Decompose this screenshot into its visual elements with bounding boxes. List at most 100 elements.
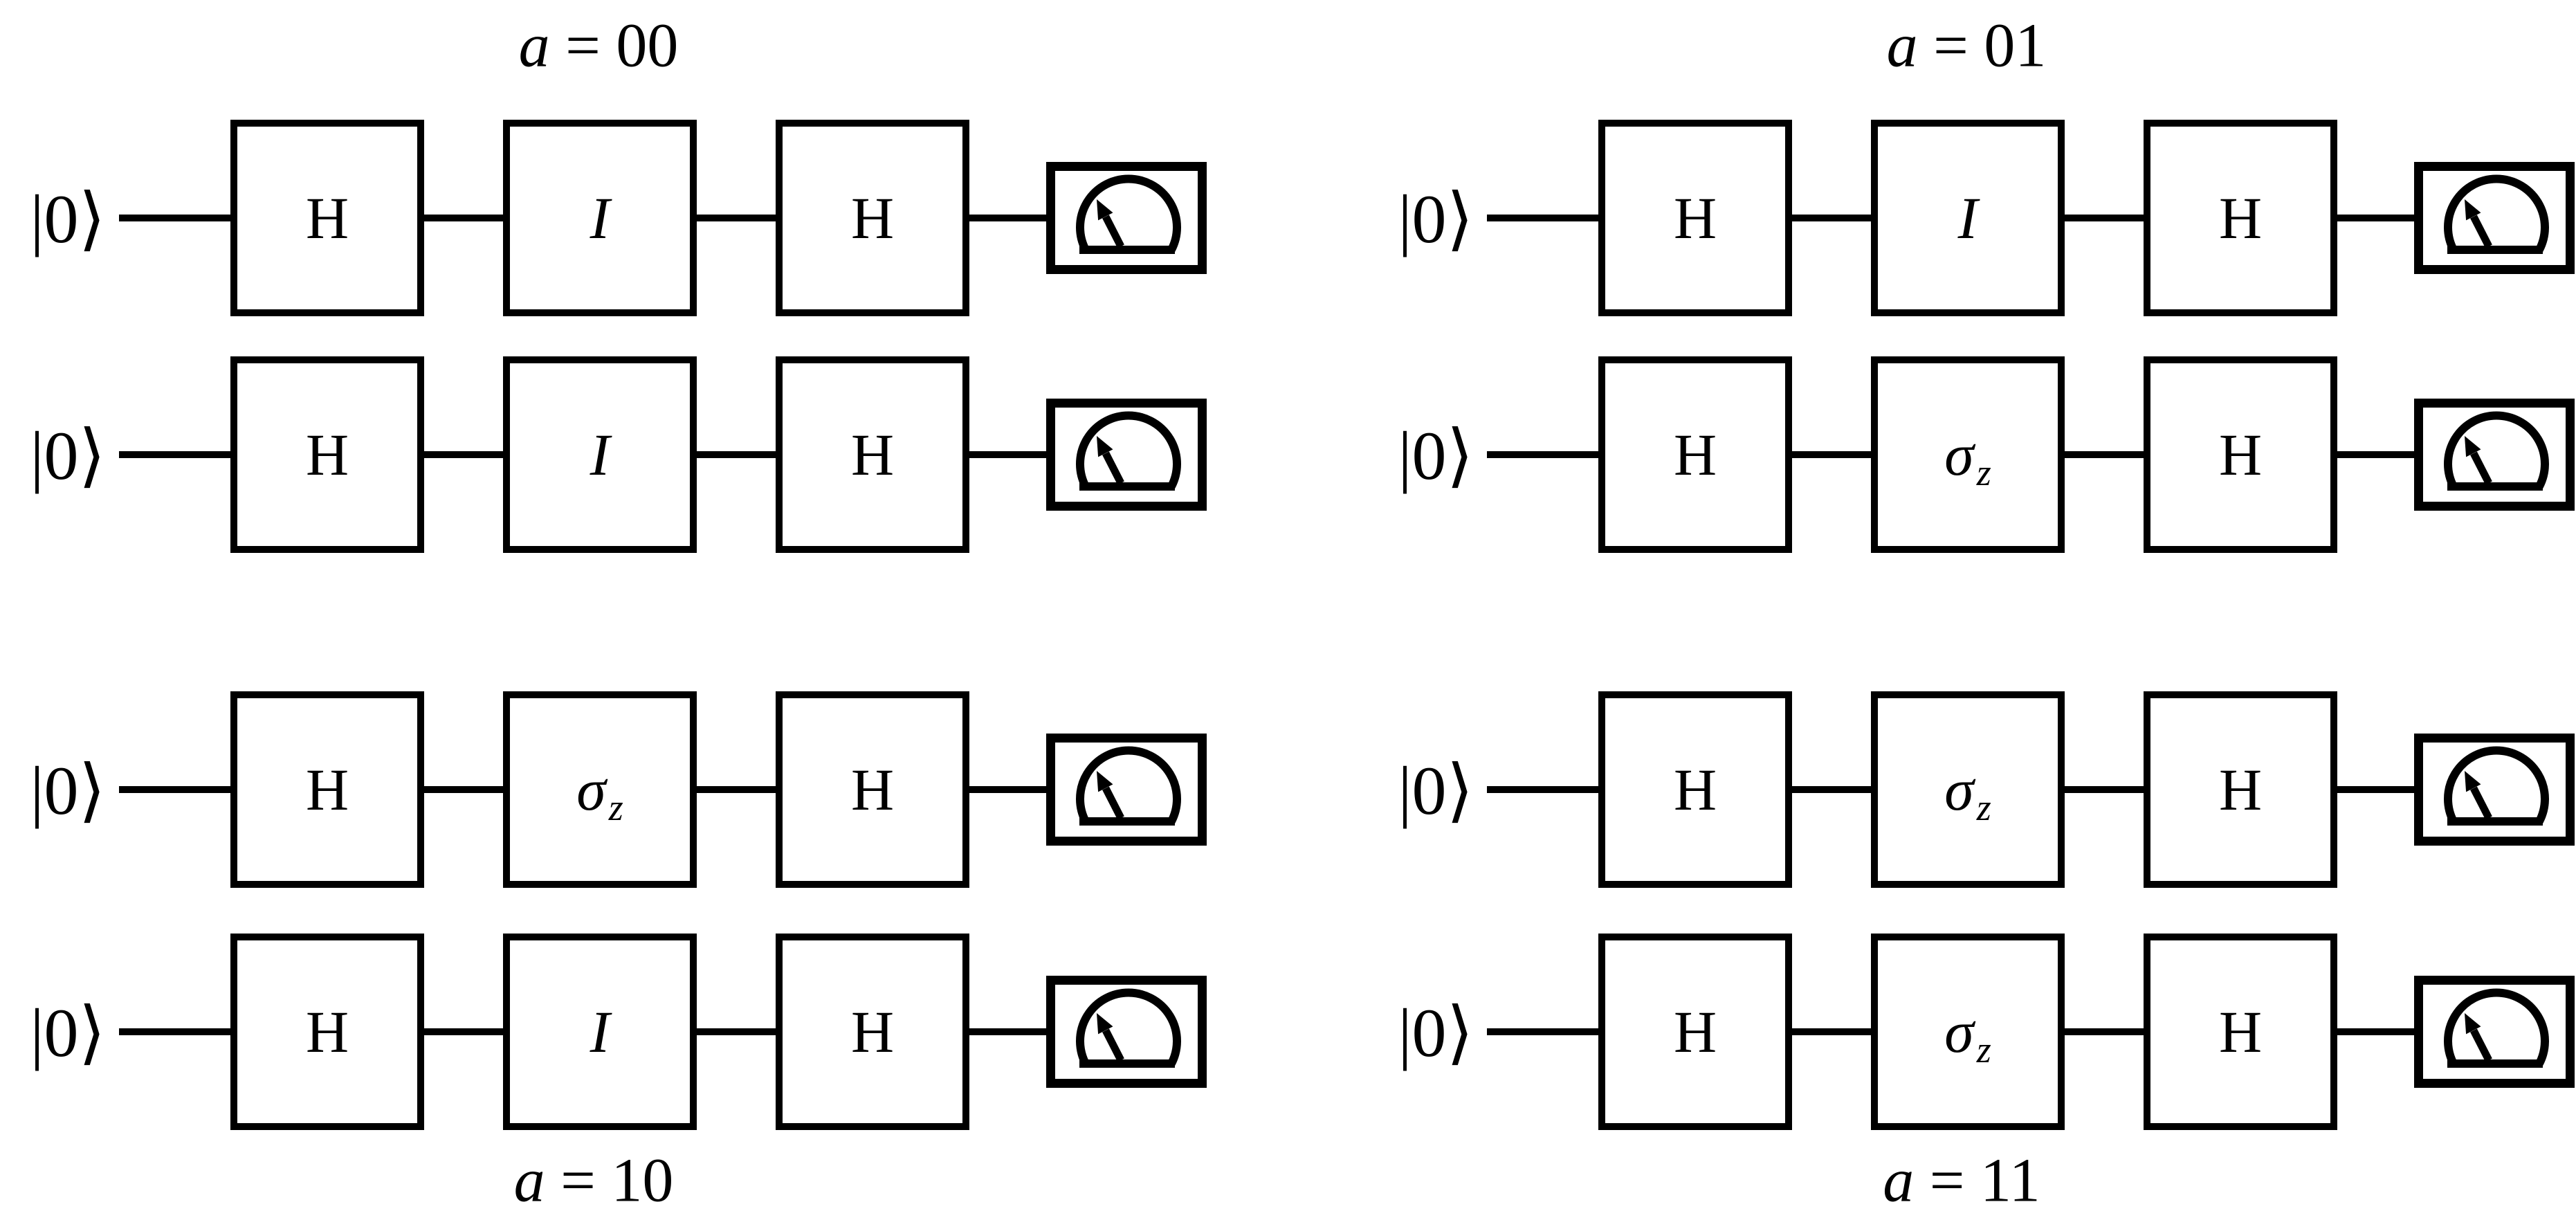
gate-label: H: [2218, 756, 2263, 823]
meter-needle-arrowhead: [1097, 199, 1113, 221]
label-variable: a: [1883, 1146, 1915, 1215]
qubit-ket-label: |0⟩: [30, 994, 106, 1071]
gate-label: H: [2218, 999, 2263, 1065]
gate-label: I: [590, 185, 610, 251]
qubit-ket-label: |0⟩: [30, 752, 106, 829]
gate-label: H: [2218, 185, 2263, 251]
meter-needle-arrowhead: [1097, 436, 1113, 457]
gate-label-subscript: z: [1976, 452, 1991, 493]
gate-box-i: I: [503, 934, 697, 1130]
gate-box-i: I: [503, 356, 697, 553]
meter-needle: [2470, 451, 2492, 485]
circuit-label-a10: a = 10: [514, 1145, 674, 1217]
gate-label: H: [1673, 421, 1717, 488]
gate-label: H: [1673, 185, 1717, 251]
meter-needle: [1102, 215, 1124, 248]
circuit-label-a11: a = 11: [1883, 1145, 2040, 1217]
gate-box-h: H: [230, 120, 424, 316]
gate-box-h: H: [2144, 934, 2337, 1130]
measurement-meter-icon: [1046, 399, 1207, 511]
qubit-ket-label: |0⟩: [1398, 417, 1474, 494]
label-value: = 10: [545, 1146, 674, 1215]
meter-needle-arrowhead: [2465, 199, 2481, 221]
gate-label: H: [2218, 421, 2263, 488]
meter-dial-arc: [1076, 174, 1181, 252]
gate-label: σ: [1944, 756, 1974, 823]
gate-box-h: H: [776, 356, 969, 553]
gate-box-h: H: [230, 934, 424, 1130]
measurement-meter-icon: [1046, 734, 1207, 846]
gate-label: I: [590, 421, 610, 488]
qubit-ket-label: |0⟩: [1398, 180, 1474, 257]
meter-dial-arc: [2444, 411, 2549, 489]
meter-needle-arrowhead: [1097, 771, 1113, 792]
gate-box-h: H: [230, 356, 424, 553]
measurement-meter-icon: [2414, 734, 2575, 846]
gate-label-subscript: z: [1976, 1029, 1991, 1071]
gate-box-h: H: [776, 934, 969, 1130]
meter-needle-arrowhead: [2465, 1013, 2481, 1035]
meter-needle: [2470, 215, 2492, 248]
gate-label-subscript: z: [608, 787, 623, 828]
gate-label: H: [305, 421, 349, 488]
meter-needle: [2470, 1028, 2492, 1062]
gate-box-h: H: [776, 120, 969, 316]
measurement-meter-icon: [2414, 976, 2575, 1088]
label-value: = 01: [1917, 11, 2047, 80]
gate-box-h: H: [1598, 934, 1792, 1130]
label-variable: a: [1886, 11, 1918, 80]
gate-label: I: [1957, 185, 1978, 251]
gate-label: H: [850, 421, 895, 488]
meter-needle: [1102, 1028, 1124, 1062]
gate-label: H: [1673, 999, 1717, 1065]
gate-label: σ: [576, 756, 606, 823]
meter-dial-arc: [2444, 746, 2549, 823]
meter-needle-arrowhead: [2465, 436, 2481, 457]
meter-needle-arrowhead: [2465, 771, 2481, 792]
label-value: = 11: [1914, 1146, 2040, 1215]
meter-needle-arrowhead: [1097, 1013, 1113, 1035]
gate-label: H: [850, 756, 895, 823]
measurement-meter-icon: [1046, 976, 1207, 1088]
gate-box-h: H: [230, 691, 424, 888]
qubit-ket-label: |0⟩: [30, 180, 106, 257]
measurement-meter-icon: [2414, 162, 2575, 274]
gate-label: H: [850, 999, 895, 1065]
gate-box-h: H: [1598, 691, 1792, 888]
gate-label: H: [305, 185, 349, 251]
qubit-ket-label: |0⟩: [30, 417, 106, 494]
label-value: = 00: [549, 11, 679, 80]
gate-box-i: I: [1871, 120, 2065, 316]
gate-box-h: H: [1598, 356, 1792, 553]
meter-dial-arc: [1076, 746, 1181, 823]
meter-needle: [1102, 786, 1124, 820]
qubit-ket-label: |0⟩: [1398, 994, 1474, 1071]
qubit-ket-label: |0⟩: [1398, 752, 1474, 829]
meter-needle: [1102, 451, 1124, 485]
gate-label: H: [850, 185, 895, 251]
gate-box-h: H: [2144, 356, 2337, 553]
meter-dial-arc: [1076, 411, 1181, 489]
gate-label: H: [305, 756, 349, 823]
meter-dial-arc: [2444, 988, 2549, 1066]
circuit-label-a00: a = 00: [519, 10, 679, 82]
gate-label: H: [1673, 756, 1717, 823]
gate-box-i: I: [503, 120, 697, 316]
gate-box-h: H: [2144, 120, 2337, 316]
gate-box-h: H: [2144, 691, 2337, 888]
meter-dial-arc: [1076, 988, 1181, 1066]
gate-label-subscript: z: [1976, 787, 1991, 828]
gate-box-h: H: [776, 691, 969, 888]
measurement-meter-icon: [2414, 399, 2575, 511]
meter-dial-arc: [2444, 174, 2549, 252]
circuit-label-a01: a = 01: [1887, 10, 2047, 82]
